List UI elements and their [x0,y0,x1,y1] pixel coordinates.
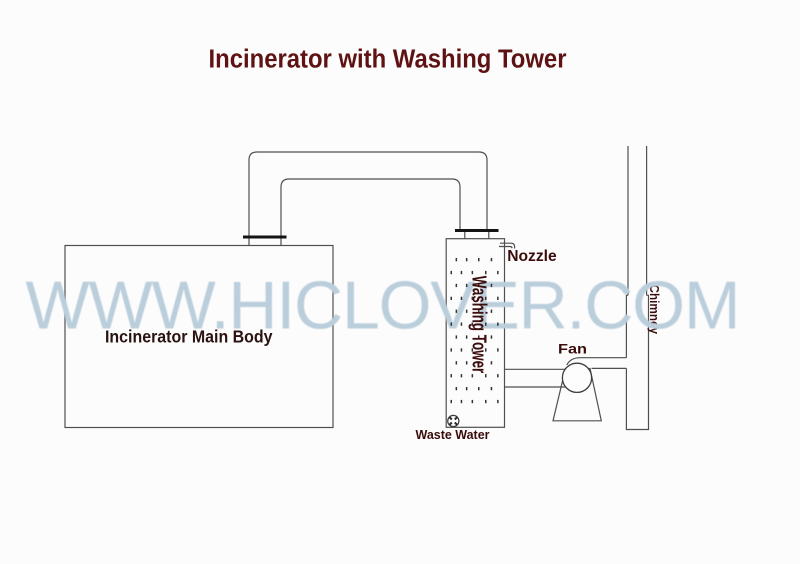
svg-text:Incinerator with Washing Tower: Incinerator with Washing Tower [209,45,567,73]
svg-text:Chimney: Chimney [647,285,662,335]
svg-text:Waste Water: Waste Water [416,428,490,442]
svg-text:Washing Tower: Washing Tower [468,276,491,374]
svg-text:WWW.HICLOVER.COM: WWW.HICLOVER.COM [26,267,741,343]
svg-text:Fan: Fan [558,342,587,358]
svg-text:Nozzle: Nozzle [507,248,557,265]
svg-text:Incinerator Main Body: Incinerator Main Body [105,326,273,346]
